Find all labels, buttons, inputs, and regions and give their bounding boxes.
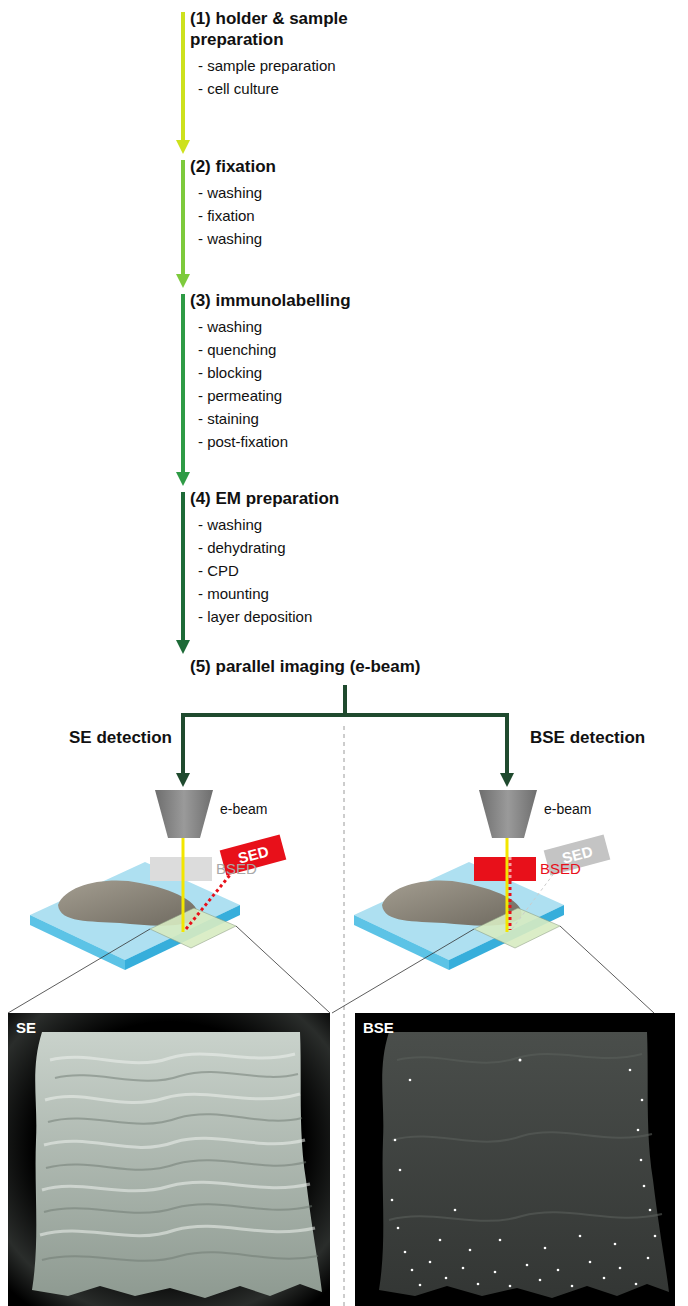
step-item: - fixation — [190, 204, 276, 227]
arrow-head — [176, 773, 190, 787]
step-item: - mounting — [190, 582, 339, 605]
step-item: - washing — [190, 315, 351, 338]
arrow-head — [176, 472, 190, 486]
part-label: e-beam — [220, 800, 267, 818]
step-item: - CPD — [190, 559, 339, 582]
arrow-head — [176, 274, 190, 288]
step-heading: (4) EM preparation — [190, 488, 339, 509]
step-item: - post-fixation — [190, 430, 351, 453]
step-item: - permeating — [190, 384, 351, 407]
step-item: - cell culture — [190, 77, 360, 100]
part-label: SE — [16, 1019, 36, 1037]
arrow-line — [183, 685, 345, 775]
arrow-line — [181, 492, 185, 642]
branch-label-node: BSE detection — [530, 727, 645, 752]
flow-arrow — [176, 492, 190, 654]
step-heading: (3) immunolabelling — [190, 290, 351, 311]
part-label: BSE — [363, 1019, 394, 1037]
flow-arrow — [176, 12, 190, 154]
arrow-line — [181, 294, 185, 474]
branch-label-node: SE detection — [69, 727, 172, 752]
arrow-line — [345, 685, 507, 775]
step-item: - layer deposition — [190, 605, 339, 628]
flow-arrow — [176, 160, 190, 288]
part-label: e-beam — [544, 800, 591, 818]
step-node: (2) fixation - washing- fixation- washing — [190, 156, 276, 250]
step-heading: BSE detection — [530, 727, 645, 748]
flow-arrow — [345, 685, 514, 787]
arrow-head — [176, 640, 190, 654]
step-node: (4) EM preparation - washing- dehydrating… — [190, 488, 339, 628]
step-node: (1) holder & sample preparation - sample … — [190, 8, 360, 100]
step-node: (3) immunolabelling- washing- quenching-… — [190, 290, 351, 453]
flow-arrow — [176, 294, 190, 486]
step-node: (5) parallel imaging (e-beam) — [190, 656, 421, 681]
step-item: - washing — [190, 181, 276, 204]
step-item: - quenching — [190, 338, 351, 361]
step-item: - washing — [190, 513, 339, 536]
step-item: - dehydrating — [190, 536, 339, 559]
flow-arrow — [176, 685, 345, 787]
step-heading: (1) holder & sample preparation — [190, 8, 360, 50]
step-item: - staining — [190, 407, 351, 430]
arrow-line — [181, 12, 185, 142]
arrow-head — [176, 140, 190, 154]
arrow-head — [500, 773, 514, 787]
step-heading: SE detection — [69, 727, 172, 748]
arrow-line — [181, 160, 185, 276]
step-item: - blocking — [190, 361, 351, 384]
step-heading: (5) parallel imaging (e-beam) — [190, 656, 421, 677]
step-item: - sample preparation — [190, 54, 360, 77]
step-item: - washing — [190, 227, 276, 250]
step-heading: (2) fixation — [190, 156, 276, 177]
